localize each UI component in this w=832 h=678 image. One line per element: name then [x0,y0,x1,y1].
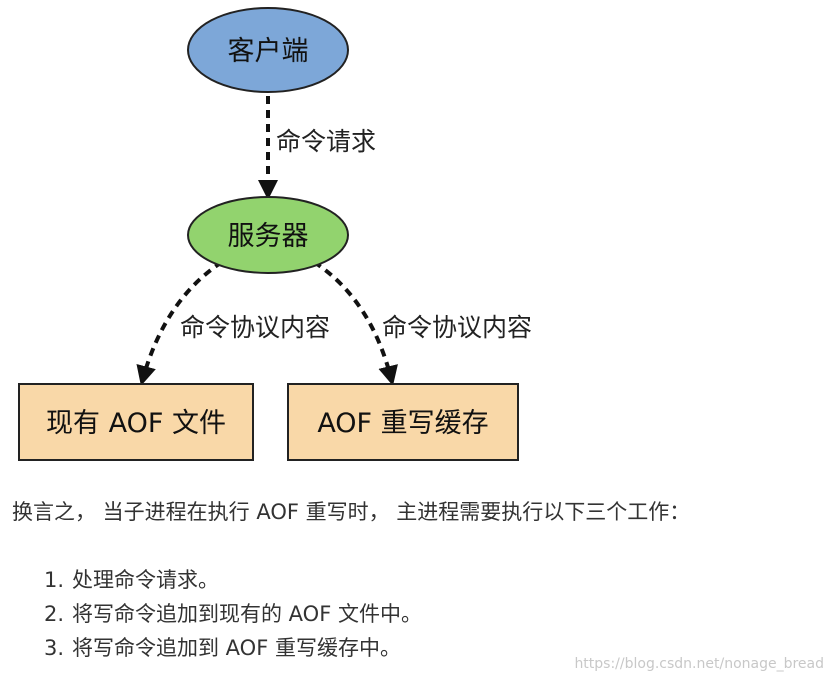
edge-server-to-rewrite-buffer-label: 命令协议内容 [382,313,532,342]
node-aof-file: 现有 AOF 文件 [18,383,254,461]
edge-server-to-aof-file-label: 命令协议内容 [180,313,330,342]
aof-rewrite-flow-diagram: 命令请求 命令协议内容 命令协议内容 客户端 服务器 现有 AOF 文件 AOF… [18,7,532,461]
step-item-2: 2. 将写命令追加到现有的 AOF 文件中。 [44,597,422,631]
edge-server-to-rewrite-buffer-line [312,260,398,386]
watermark: https://blog.csdn.net/nonage_bread [574,656,824,672]
edge-client-to-server: 命令请求 [258,96,376,200]
node-rewrite-buffer-label: AOF 重写缓存 [317,408,488,439]
node-server-label: 服务器 [228,221,309,252]
step-number: 2. [44,602,65,626]
node-client-shape [187,7,349,93]
node-rewrite-buffer: AOF 重写缓存 [287,383,519,461]
step-number: 1. [44,568,65,592]
explanation-paragraph: 换言之， 当子进程在执行 AOF 重写时， 主进程需要执行以下三个工作： [12,500,691,524]
step-item-3: 3. 将写命令追加到 AOF 重写缓存中。 [44,631,422,665]
node-client-label: 客户端 [228,36,309,67]
steps-list: 1. 处理命令请求。 2. 将写命令追加到现有的 AOF 文件中。 3. 将写命令追加… [44,563,422,665]
node-client: 客户端 [187,7,349,93]
node-server-shape [187,196,349,274]
node-server: 服务器 [187,196,349,274]
step-text: 将写命令追加到 AOF 重写缓存中。 [72,636,401,660]
node-rewrite-buffer-shape [287,383,519,461]
edge-client-to-server-label: 命令请求 [276,127,376,156]
step-number: 3. [44,636,65,660]
step-item-1: 1. 处理命令请求。 [44,563,422,597]
step-text: 将写命令追加到现有的 AOF 文件中。 [72,602,422,626]
edge-server-to-aof-file-line [136,260,224,386]
node-aof-file-shape [18,383,254,461]
step-text: 处理命令请求。 [72,568,219,592]
edge-server-to-rewrite-buffer: 命令协议内容 [312,260,532,386]
edge-server-to-aof-file: 命令协议内容 [136,260,330,386]
node-aof-file-label: 现有 AOF 文件 [46,408,226,439]
